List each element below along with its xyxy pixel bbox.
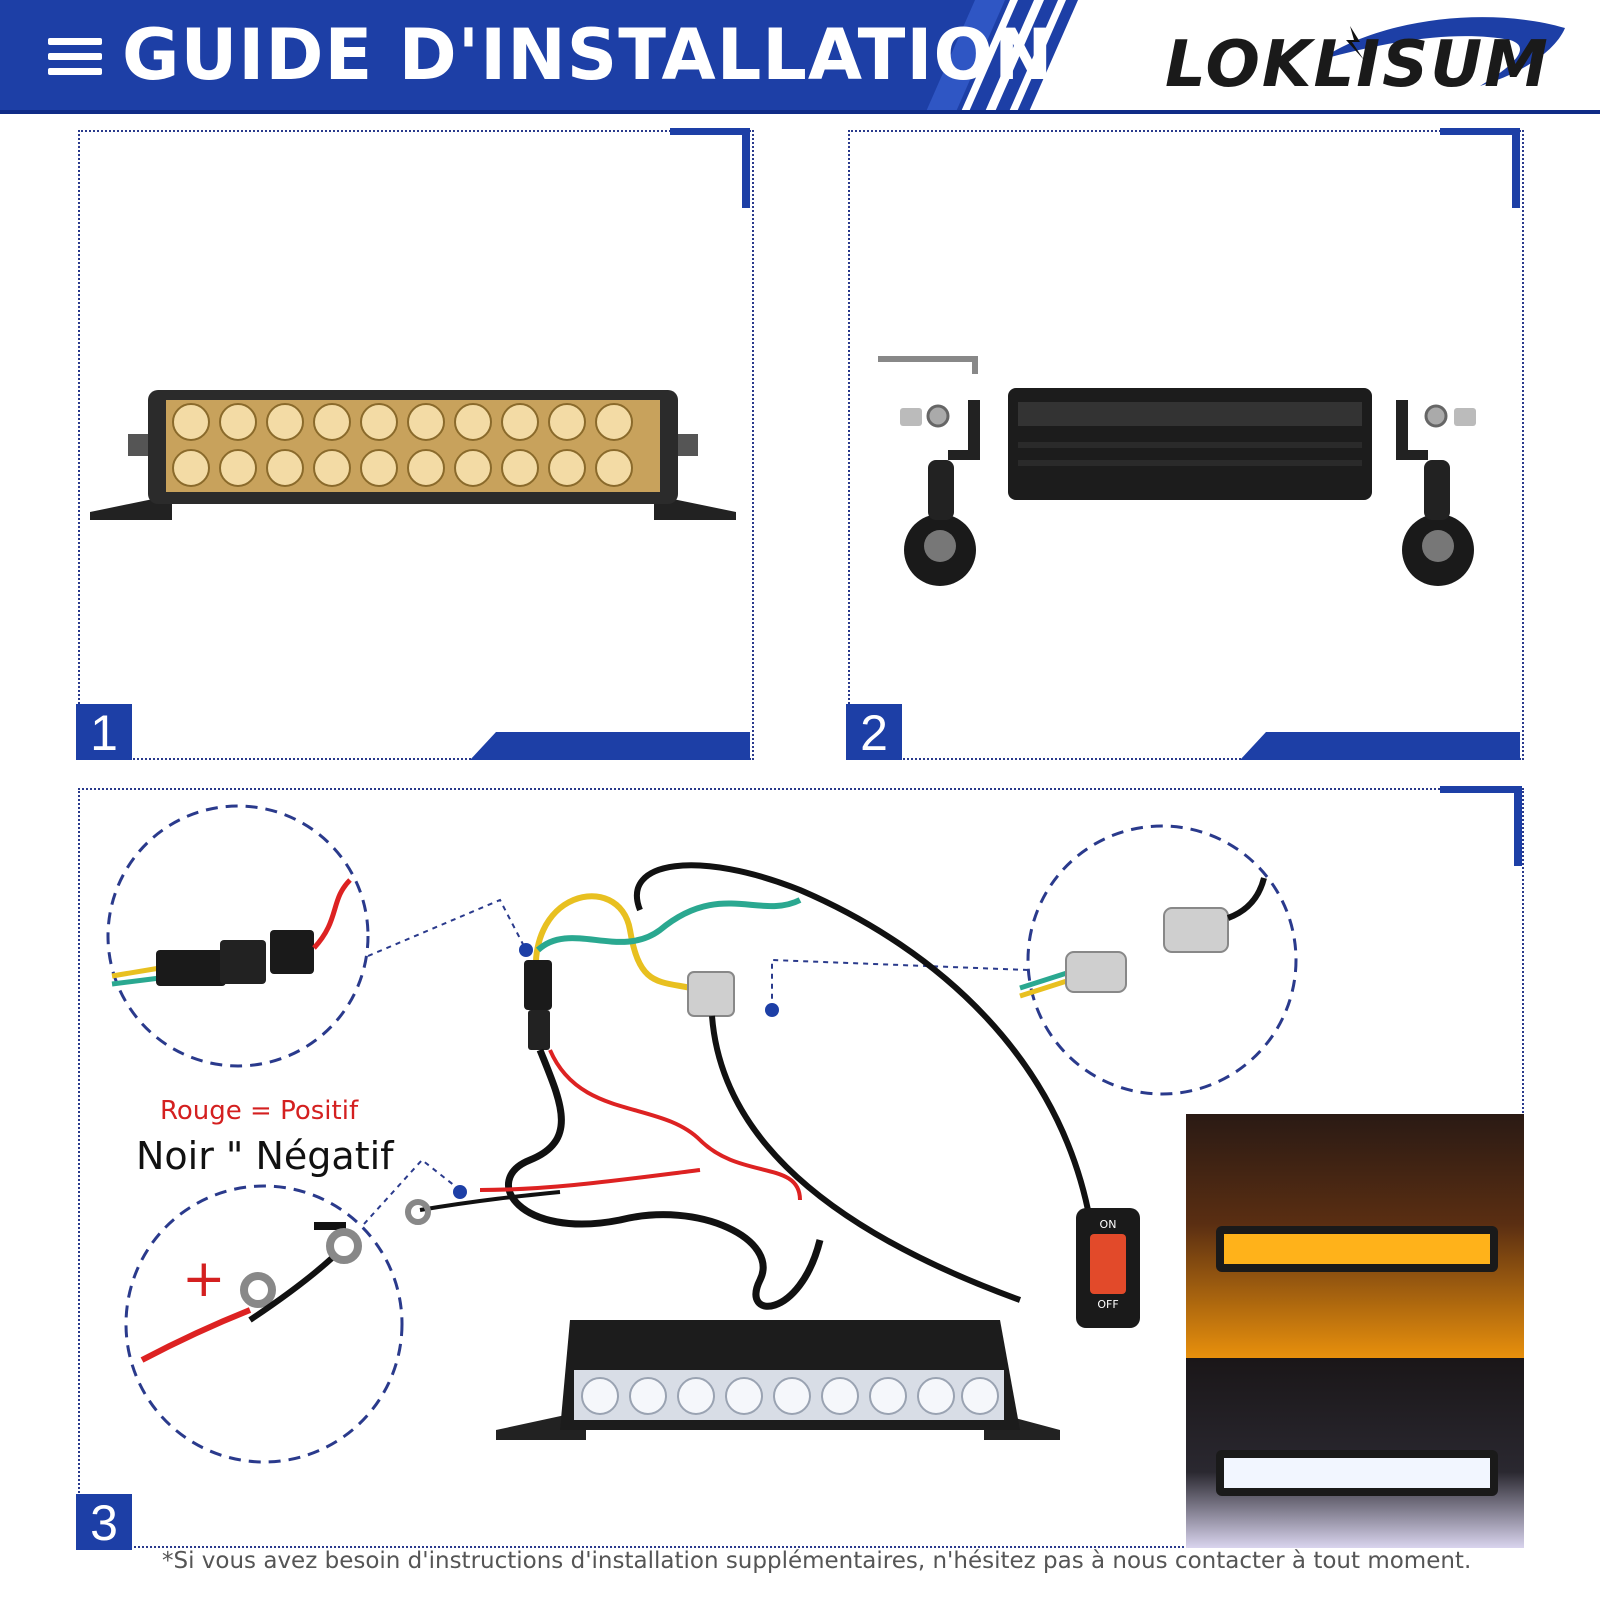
light-bar-mounting-kit-image (878, 356, 1476, 586)
negative-wire-label: Noir " Négatif (136, 1134, 394, 1178)
step-3-number: 3 (76, 1494, 132, 1551)
menu-icon (48, 38, 102, 78)
brand-logo-text: LOKLISUM (1165, 28, 1550, 102)
step-3-frame-accent (1440, 786, 1522, 866)
wiring-diagram: + ON OFF (106, 804, 1298, 1464)
brand-logo-swoosh (1320, 17, 1565, 86)
step-1-frame-accents (470, 128, 750, 760)
plus-sign: + (182, 1249, 226, 1309)
step-1-number: 1 (76, 704, 132, 761)
light-bar-dual-row-image (90, 390, 736, 520)
step-1-panel (78, 130, 754, 760)
switch-on-label: ON (1100, 1218, 1117, 1231)
page-title: GUIDE D'INSTALLATION (122, 14, 1054, 96)
positive-wire-label: Rouge = Positif (160, 1096, 359, 1126)
lit-light-bar-photos (1186, 1114, 1524, 1548)
header-background (0, 0, 1600, 114)
step-2-frame-accents (1240, 128, 1520, 760)
header-banner: GUIDE D'INSTALLATION LOKLISUM (0, 0, 1600, 114)
step-2-number: 2 (846, 704, 902, 761)
footer-note: *Si vous avez besoin d'instructions d'in… (162, 1548, 1472, 1574)
step-2-panel (848, 130, 1524, 760)
switch-off-label: OFF (1097, 1298, 1118, 1311)
